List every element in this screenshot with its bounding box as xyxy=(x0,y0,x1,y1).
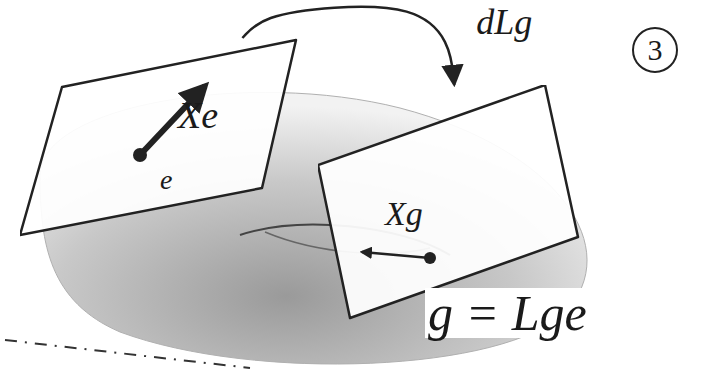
plane-outline xyxy=(20,38,298,237)
torus-hole xyxy=(240,225,450,255)
mapping-arrow xyxy=(242,7,454,85)
torus-hole-lower xyxy=(265,232,430,253)
point-e xyxy=(133,148,147,162)
tangent-plane: Xg xyxy=(318,85,580,320)
axis-dashdot xyxy=(5,340,250,368)
plane-outline xyxy=(318,85,580,320)
vector-xg xyxy=(362,252,430,258)
point-formula: g = Lge xyxy=(425,288,590,338)
map-label: dLg xyxy=(476,4,532,40)
callout-circle xyxy=(633,28,677,72)
vector-label: Xg xyxy=(385,197,423,231)
vector-xe xyxy=(140,86,205,155)
vector-label: Xe xyxy=(178,96,218,134)
tangent-plane: Xe e xyxy=(20,38,298,237)
callout-number: 3 xyxy=(648,35,663,65)
vector-label: e xyxy=(160,166,172,194)
point-g xyxy=(424,252,436,264)
